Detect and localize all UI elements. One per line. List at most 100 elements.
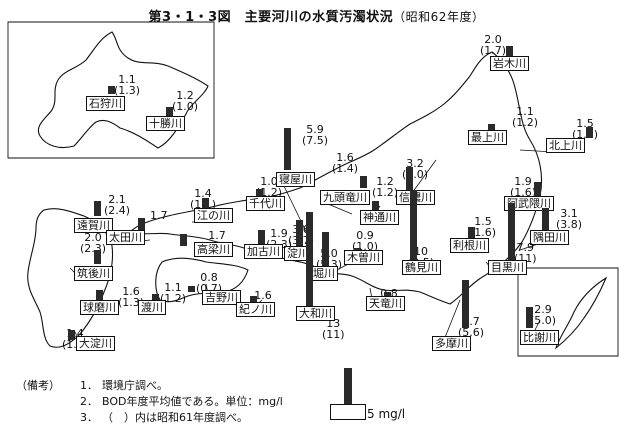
current-value: 1.7 [150,209,168,222]
previous-value: (2.3) [80,242,107,255]
value-label: 1.1(1.3) [114,74,140,96]
current-value: 6.7 [462,315,480,328]
value-label: 5.9(7.5) [302,124,328,146]
current-value: 1.6 [336,151,354,164]
river-name-label: 最上川 [468,130,507,145]
previous-value: (1.2) [160,292,187,305]
previous-value: (1.0) [62,339,88,350]
notes-label: （備考） [16,379,60,392]
scale-label: 5 mg/l [367,407,406,421]
current-value: 2.1 [108,193,126,206]
previous-value: (1.6) [470,226,497,239]
previous-value: (1.7) [480,44,507,57]
river-name-label: 江の川 [194,208,233,223]
bod-bar [188,286,195,292]
value-label: 1.4(1.0) [62,328,88,350]
previous-value: (11) [322,328,345,341]
river-name-label: 北上川 [546,138,585,153]
bod-bar [256,189,263,196]
bod-bar [488,124,495,132]
river-name-label: 隅田川 [530,230,569,245]
note-num: 1． [80,379,98,392]
okinawa-outline [554,276,608,350]
value-label: 3.1(3.8) [556,208,582,230]
note-num: 2． [80,395,98,408]
river-name-label: 多摩川 [432,336,471,351]
bod-bar [94,250,101,264]
current-value: 0.8 [200,271,218,284]
current-value: 1.5 [576,117,594,130]
current-value: 1.4 [66,327,84,340]
river-name-label: 木曽川 [344,250,383,265]
leader-line [327,203,353,215]
river-name-label: 比謝川 [520,330,559,345]
note-text: （ ）内は昭和61年度調べ。 [102,411,248,424]
value-label: 1.9(1.6) [510,176,536,198]
bod-bar [410,190,417,262]
current-value: 2.9 [534,303,552,316]
river-name-label: 太田川 [106,230,145,245]
value-label: 5.0(5.3) [316,248,342,270]
current-value: 5.0 [320,247,338,260]
river-name-label: 岩木川 [490,56,529,71]
previous-value: (2.4) [104,204,131,217]
current-value: 1.0 [260,175,278,188]
current-value: 5.9 [306,123,324,136]
bod-bar [258,230,265,244]
previous-value: (3.8) [556,218,583,231]
river-name-label: 寝屋川 [276,172,315,187]
previous-value: (5.3) [316,258,343,271]
bod-bar [306,212,313,306]
bod-bar [506,46,513,60]
current-value: 0.9 [356,229,374,242]
value-label: 1.2(1.0) [172,90,198,112]
bod-bar [534,182,541,196]
river-name-label: 吉野川 [202,290,241,305]
current-value: 1.6 [122,285,140,298]
value-label: 2.1(2.4) [104,194,130,216]
previous-value: (1.3) [572,129,598,140]
scale-bar [344,368,352,404]
previous-value: (1.3) [118,296,145,309]
river-name-label: 堀川 [310,266,338,281]
river-name-label: 利根川 [450,238,489,253]
current-value: 1.4 [194,187,212,200]
subtitle-text: （昭和62年度） [393,10,485,24]
bod-bar [322,232,329,268]
previous-value: (1.6) [510,186,537,199]
value-label: 1.6(1.3) [118,286,144,308]
bod-bar [202,198,209,208]
previous-value: (1.2) [512,116,539,129]
bod-bar [542,208,549,230]
bod-bar [166,107,173,116]
previous-value: (5.0) [530,314,557,327]
river-name-label: 遠賀川 [74,218,113,233]
river-name-label: 千代川 [246,196,285,211]
current-value: 1.5 [474,215,492,228]
bod-bar [94,201,101,216]
value-label: 1.1(1.2) [160,282,186,304]
bod-bar [360,176,367,188]
bod-bar [138,218,145,230]
bod-bar [152,294,159,302]
bod-bar [96,290,103,302]
value-label: 2.0(1.7) [480,34,506,56]
current-value: 1.1 [118,73,136,86]
current-value: 1.9 [514,175,532,188]
value-label: 1.7 [150,210,168,221]
value-label: 13(11) [322,318,345,340]
value-label: 3.2(3.0) [402,158,428,180]
scale-base [330,404,366,420]
river-name-label: 渡川 [138,300,166,315]
bod-bar [284,128,291,170]
river-name-label: 加古川 [244,244,283,259]
bod-bar [586,127,593,138]
bod-bar [462,280,469,328]
river-name-label: 淀川 [284,246,312,261]
current-value: 1.7 [208,229,226,242]
previous-value: (0.7) [196,282,223,295]
bod-bar [468,227,475,238]
value-label: 2.9(5.0) [530,304,556,326]
figure-title: 第3・1・3図 主要河川の水質汚濁状況（昭和62年度） [0,6,633,25]
hokkaido-outline [37,31,209,149]
